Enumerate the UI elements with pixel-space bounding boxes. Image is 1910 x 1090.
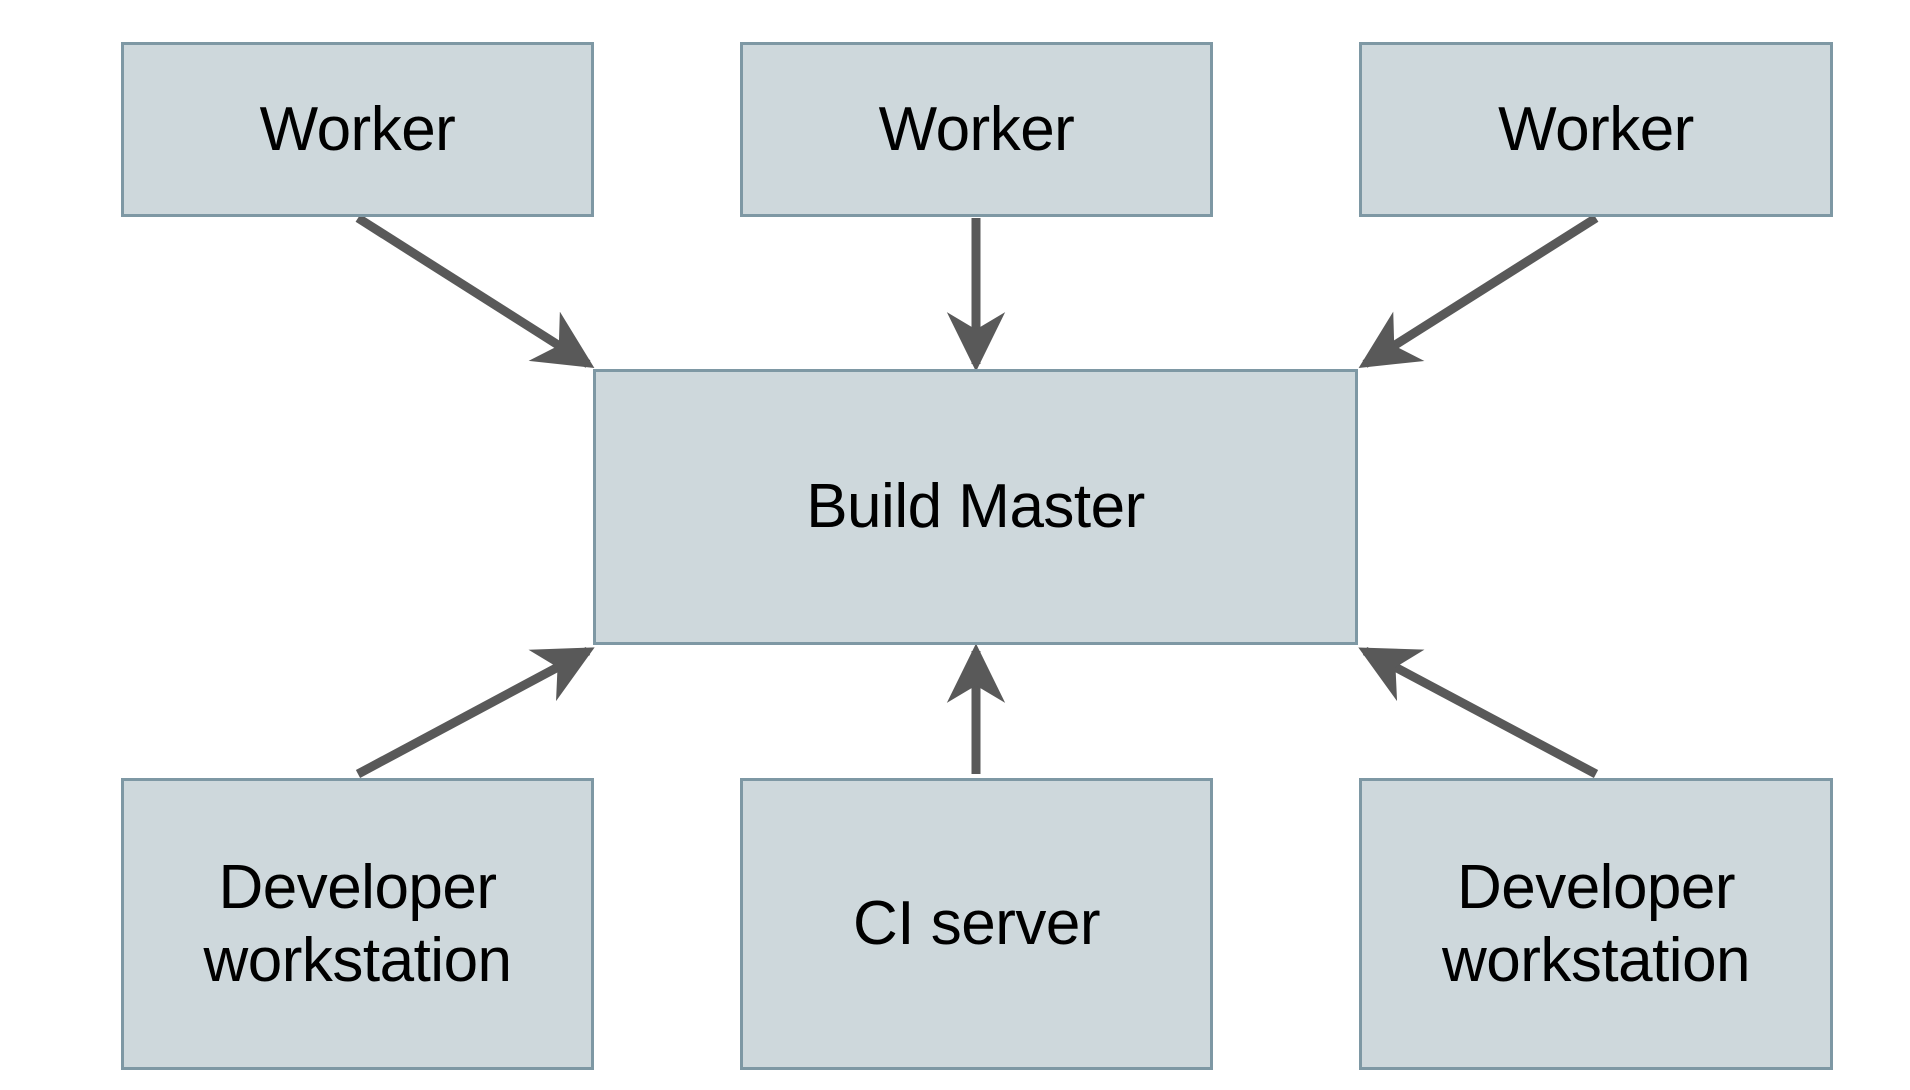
node-ci-server[interactable]: CI server [740, 778, 1213, 1070]
node-worker-1[interactable]: Worker [121, 42, 594, 217]
edge-worker3-to-master [1358, 214, 1599, 369]
node-worker-1-label: Worker [259, 94, 456, 164]
node-build-master-label: Build Master [806, 472, 1145, 542]
edge-worker1-to-master [355, 214, 595, 369]
node-worker-3-label: Worker [1498, 94, 1694, 164]
node-worker-3[interactable]: Worker [1359, 42, 1833, 217]
edge-devleft-to-master [355, 647, 595, 778]
node-developer-workstation-right[interactable]: Developer workstation [1359, 778, 1833, 1070]
node-worker-2-label: Worker [878, 94, 1075, 164]
edge-devright-to-master [1358, 647, 1599, 778]
node-developer-workstation-left-label: Developer workstation [203, 852, 512, 995]
node-ci-server-label: CI server [853, 889, 1100, 959]
node-developer-workstation-right-label: Developer workstation [1441, 852, 1751, 995]
node-worker-2[interactable]: Worker [740, 42, 1213, 217]
node-build-master[interactable]: Build Master [593, 369, 1358, 645]
node-developer-workstation-left[interactable]: Developer workstation [121, 778, 594, 1070]
